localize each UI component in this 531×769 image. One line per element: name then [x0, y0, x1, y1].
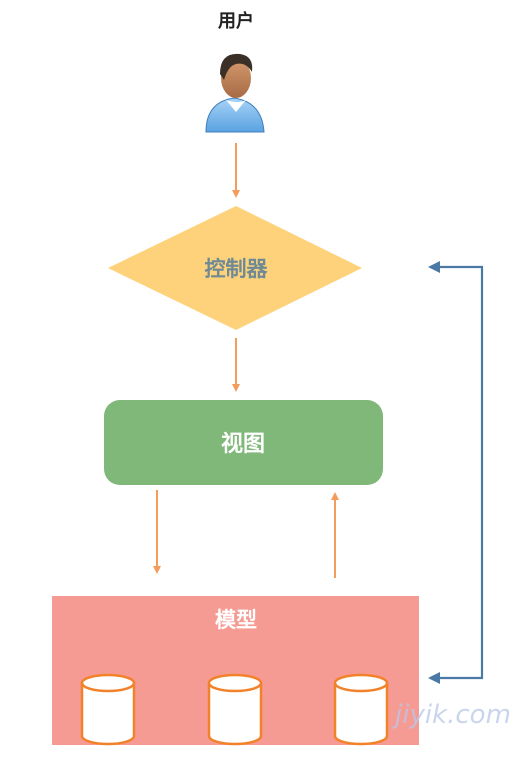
model-label: 模型 — [215, 608, 257, 632]
controller-label: 控制器 — [205, 257, 269, 281]
user-label: 用户 — [218, 10, 254, 32]
user-avatar-icon — [205, 53, 265, 133]
controller-diamond — [108, 206, 362, 330]
database-icon — [80, 673, 136, 746]
view-box — [104, 400, 383, 485]
arrow-head-model — [428, 672, 440, 684]
arrow-model-to-controller — [432, 265, 484, 680]
view-label: 视图 — [221, 431, 265, 457]
database-icon — [207, 673, 263, 746]
database-icon — [333, 673, 389, 746]
arrow-head-controller — [428, 261, 440, 273]
watermark: jiyik.com — [392, 700, 511, 730]
